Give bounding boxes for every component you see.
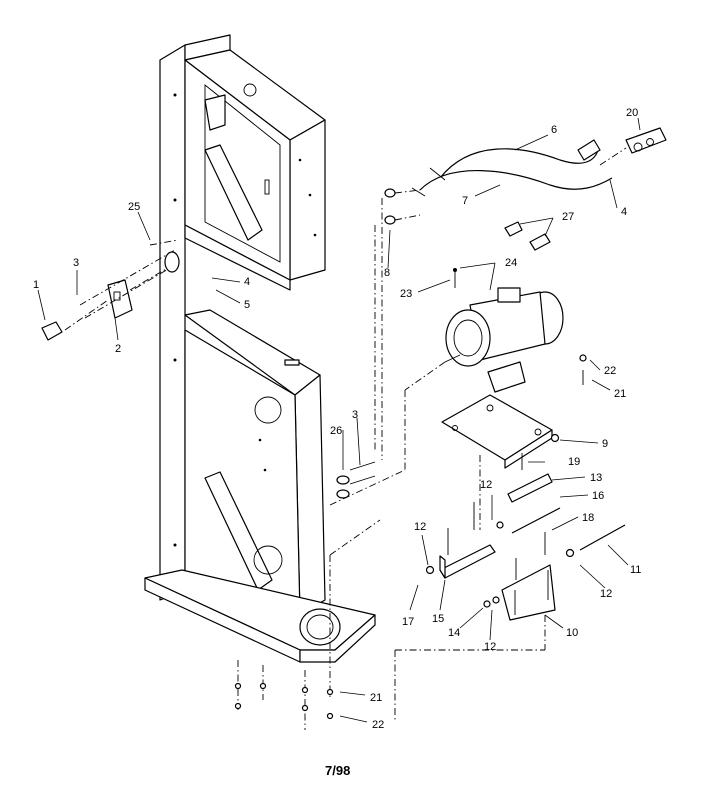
- callout-4: 4: [244, 276, 250, 288]
- callout-2: 2: [115, 343, 121, 355]
- callout-9: 9: [602, 438, 608, 450]
- feet-hardware: [234, 660, 334, 730]
- callout-22: 22: [372, 719, 384, 731]
- callout-10: 10: [566, 627, 578, 639]
- callout-7: 7: [462, 195, 468, 207]
- callout-12: 12: [600, 588, 612, 600]
- callout-17: 17: [402, 616, 414, 628]
- callout-12: 12: [480, 479, 492, 491]
- cord-connector: [625, 127, 667, 154]
- callout-24: 24: [505, 257, 517, 269]
- switch-knob: [41, 321, 63, 341]
- callout-21: 21: [614, 388, 626, 400]
- callout-8: 8: [384, 267, 390, 279]
- callout-19: 19: [568, 456, 580, 468]
- callout-23: 23: [400, 288, 412, 300]
- callout-27: 27: [562, 211, 574, 223]
- callout-20: 20: [626, 107, 638, 119]
- bolt-group: [336, 461, 376, 499]
- callout-4: 4: [621, 206, 627, 218]
- callout-6: 6: [551, 124, 557, 136]
- motor: [329, 221, 564, 506]
- callout-12: 12: [484, 641, 496, 653]
- callout-3: 3: [73, 257, 79, 269]
- callout-18: 18: [582, 512, 594, 524]
- callout-13: 13: [590, 472, 602, 484]
- saw-frame: [144, 34, 376, 663]
- callout-21: 21: [370, 692, 382, 704]
- callout-22: 22: [604, 365, 616, 377]
- callout-3: 3: [352, 409, 358, 421]
- strain-relief: [164, 251, 180, 273]
- callout-15: 15: [432, 613, 444, 625]
- callout-5: 5: [244, 299, 250, 311]
- callout-1: 1: [33, 279, 39, 291]
- callout-12: 12: [414, 521, 426, 533]
- callout-14: 14: [448, 627, 460, 639]
- callout-16: 16: [592, 490, 604, 502]
- motor-mount: [329, 354, 626, 720]
- callout-25: 25: [128, 201, 140, 213]
- callout-labels: 1 2 3 3 4 4 5 6 7 8 9 10 11 12 12 12 12 …: [33, 107, 641, 731]
- callout-26: 26: [330, 425, 342, 437]
- footer-code: 7/98: [325, 763, 350, 778]
- leader-lines: [37, 117, 641, 723]
- power-cords: [374, 127, 667, 460]
- plug-icon: [577, 139, 601, 161]
- callout-11: 11: [630, 564, 641, 576]
- switch-assembly: [41, 239, 180, 341]
